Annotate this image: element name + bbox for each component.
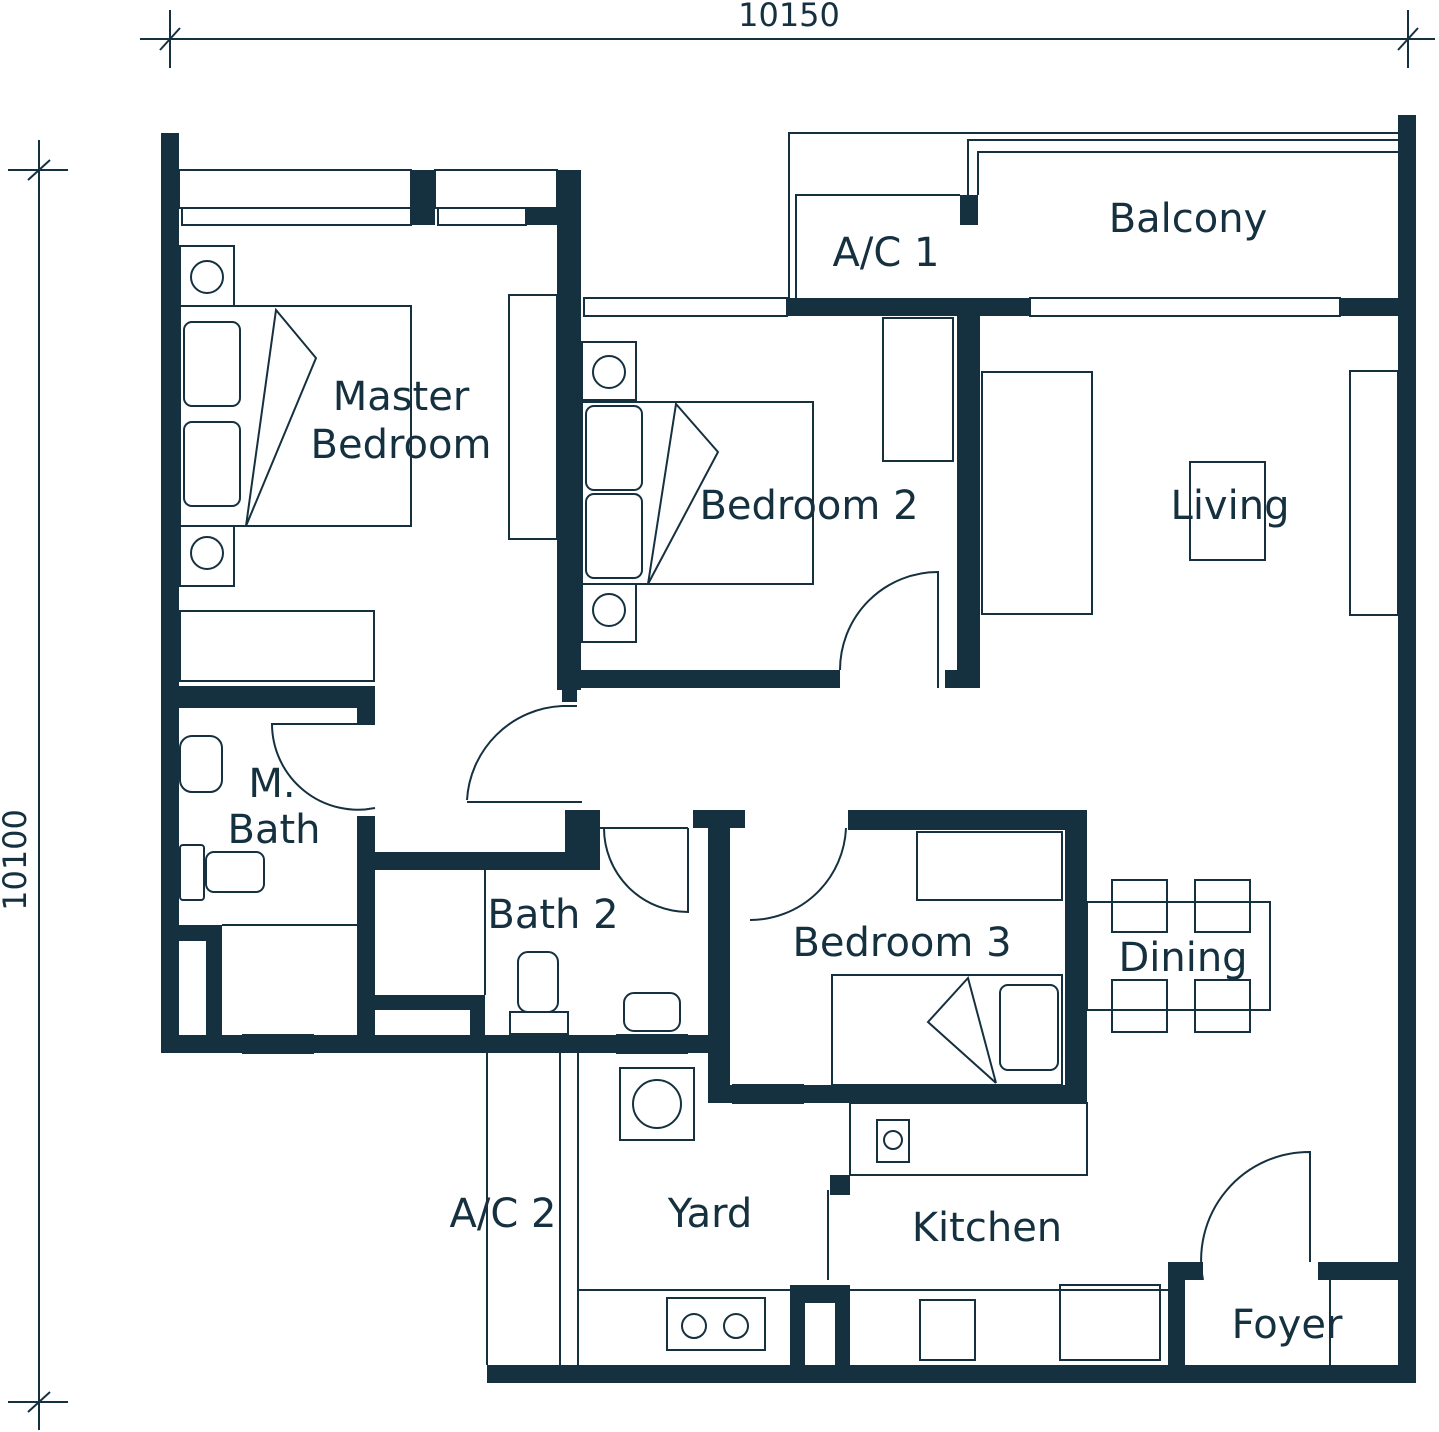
label-ac1: A/C 1 <box>833 230 940 276</box>
height-label: 10100 <box>0 809 34 911</box>
label-master-bedroom-1: Master <box>333 374 470 420</box>
label-balcony: Balcony <box>1109 196 1268 242</box>
label-ac2: A/C 2 <box>450 1191 557 1237</box>
label-living: Living <box>1171 483 1290 529</box>
label-mbath-1: M. <box>248 761 295 807</box>
label-bath-2: Bath 2 <box>487 892 618 938</box>
label-foyer: Foyer <box>1232 1302 1343 1348</box>
label-bedroom-3: Bedroom 3 <box>792 920 1011 966</box>
label-dining: Dining <box>1118 935 1247 981</box>
fixtures <box>178 132 1399 1383</box>
room-labels: Master Bedroom Bedroom 2 A/C 1 Balcony L… <box>228 196 1343 1348</box>
label-mbath-2: Bath <box>228 807 321 853</box>
width-label: 10150 <box>738 0 840 34</box>
height-dimension: 10100 <box>0 140 68 1430</box>
label-bedroom-2: Bedroom 2 <box>699 483 918 529</box>
width-dimension: 10150 <box>140 0 1435 68</box>
label-yard: Yard <box>667 1191 753 1237</box>
walls <box>161 115 1416 1383</box>
label-master-bedroom-2: Bedroom <box>311 422 492 468</box>
label-kitchen: Kitchen <box>912 1205 1062 1251</box>
